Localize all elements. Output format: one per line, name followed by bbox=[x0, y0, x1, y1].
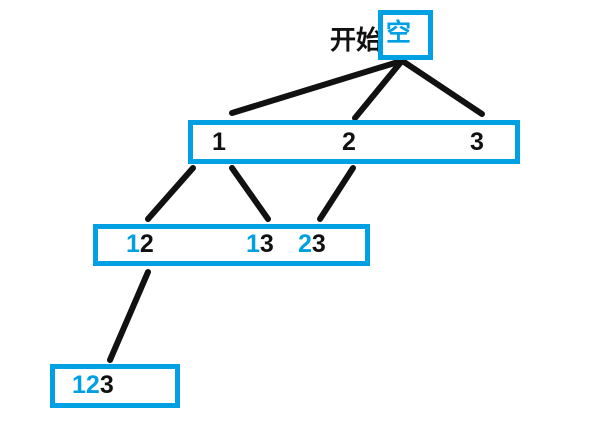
edge-2-to-23 bbox=[317, 165, 356, 222]
cell-suffix: 3 bbox=[99, 371, 114, 399]
cell-prefix: 12 bbox=[72, 371, 100, 399]
root-start-label: 开始 bbox=[330, 25, 383, 55]
node-box-level-2[interactable] bbox=[188, 120, 520, 164]
edge-12-to-123 bbox=[107, 269, 151, 363]
cell-suffix: 3 bbox=[470, 128, 484, 156]
node-cell-12: 12 bbox=[126, 232, 154, 257]
node-cell-2: 2 bbox=[342, 130, 356, 155]
cell-prefix: 1 bbox=[126, 230, 140, 258]
cell-prefix: 2 bbox=[298, 230, 312, 258]
node-cell-123: 123 bbox=[72, 373, 114, 398]
node-cell-23: 23 bbox=[298, 232, 326, 257]
edge-root-to-1 bbox=[229, 59, 401, 116]
node-cell-root-empty: 空 bbox=[386, 21, 411, 46]
edge-1-to-13 bbox=[229, 165, 271, 222]
cell-suffix: 3 bbox=[311, 230, 326, 258]
node-box-level-4[interactable] bbox=[50, 364, 180, 408]
node-cell-1: 1 bbox=[212, 130, 226, 155]
node-box-root[interactable] bbox=[378, 10, 433, 60]
node-box-level-3[interactable] bbox=[93, 224, 370, 266]
cell-suffix: 1 bbox=[212, 128, 226, 156]
cell-suffix: 2 bbox=[139, 230, 154, 258]
node-cell-root-empty-text: 空 bbox=[386, 19, 412, 47]
node-cell-3: 3 bbox=[470, 130, 484, 155]
edge-1-to-12 bbox=[145, 165, 196, 222]
node-cell-13: 13 bbox=[246, 232, 274, 257]
cell-suffix: 2 bbox=[342, 128, 356, 156]
cell-suffix: 3 bbox=[259, 230, 274, 258]
edge-root-to-2 bbox=[352, 59, 404, 121]
edge-root-to-3 bbox=[401, 59, 485, 117]
cell-prefix: 1 bbox=[246, 230, 260, 258]
